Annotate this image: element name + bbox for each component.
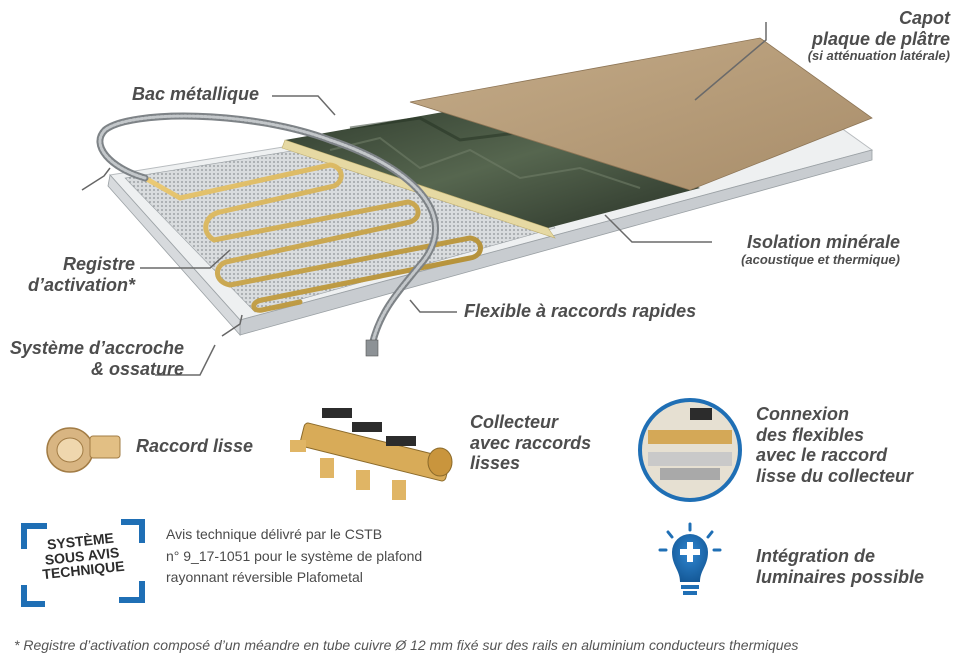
copper-meander: [142, 162, 483, 313]
footnote: * Registre d’activation composé d’un méa…: [14, 637, 799, 653]
plaster-cover: [409, 37, 873, 191]
avis-technique-note: Avis technique délivré par le CSTB n° 9_…: [166, 524, 422, 589]
legend-collecteur-line2: avec raccords: [470, 432, 592, 453]
label-registre-line2: d’activation*: [27, 274, 135, 295]
leader-lines: [140, 22, 767, 376]
legend-connexion-line3: avec le raccord: [756, 445, 888, 466]
label-isolation: Isolation minérale (acoustique et thermi…: [700, 232, 900, 268]
legend-raccord: Raccord lisse: [136, 436, 254, 456]
legend-integration: Intégration de luminaires possible: [756, 546, 924, 587]
avis-line3: rayonnant réversible Plafometal: [166, 569, 363, 586]
label-systeme-line2: & ossature: [90, 358, 184, 379]
label-isolation-main: Isolation minérale: [746, 232, 900, 252]
legend-integration-line1: Intégration de: [756, 546, 876, 566]
collecteur-icon: [290, 408, 453, 500]
avis-technique-badge-frame: [21, 519, 145, 607]
label-systeme: Système d’accroche & ossature: [4, 338, 184, 379]
legend-collecteur-line1: Collecteur: [470, 412, 559, 432]
label-registre-line1: Registre: [62, 254, 135, 274]
label-registre: Registre d’activation*: [10, 254, 135, 295]
label-bac: Bac métallique: [132, 84, 260, 104]
legend-connexion-line4: lisse du collecteur: [756, 466, 914, 487]
avis-line1: Avis technique délivré par le CSTB: [166, 526, 383, 542]
label-isolation-sub: (acoustique et thermique): [741, 251, 900, 267]
label-capot-line2: plaque de plâtre: [811, 28, 950, 49]
lightbulb-plus-icon: [658, 522, 722, 595]
label-capot-line1: Capot: [899, 8, 950, 28]
legend-connexion-line1: Connexion: [756, 404, 849, 424]
legend-collecteur-line3: lisses: [470, 453, 521, 474]
hanging-hooks: [81, 167, 243, 337]
legend-connexion: Connexion des flexibles avec le raccord …: [756, 404, 913, 487]
label-capot-sub: (si atténuation latérale): [807, 48, 950, 64]
avis-line2: n° 9_17-1051 pour le système de plafond: [166, 547, 423, 564]
legend-connexion-line2: des flexibles: [756, 424, 865, 445]
badge-text: Système sous avis technique: [24, 528, 140, 584]
raccord-lisse-icon: [46, 427, 121, 473]
legend-integration-line2: luminaires possible: [756, 566, 925, 587]
label-systeme-line1: Système d’accroche: [9, 338, 184, 358]
label-capot: Capot plaque de plâtre (si atténuation l…: [760, 8, 950, 64]
label-flexible: Flexible à raccords rapides: [464, 301, 697, 321]
flexible-hose: [96, 112, 439, 357]
legend-collecteur: Collecteur avec raccords lisses: [470, 412, 591, 474]
avis-technique-badge: Système sous avis technique: [18, 522, 144, 602]
connexion-icon: [638, 398, 742, 502]
